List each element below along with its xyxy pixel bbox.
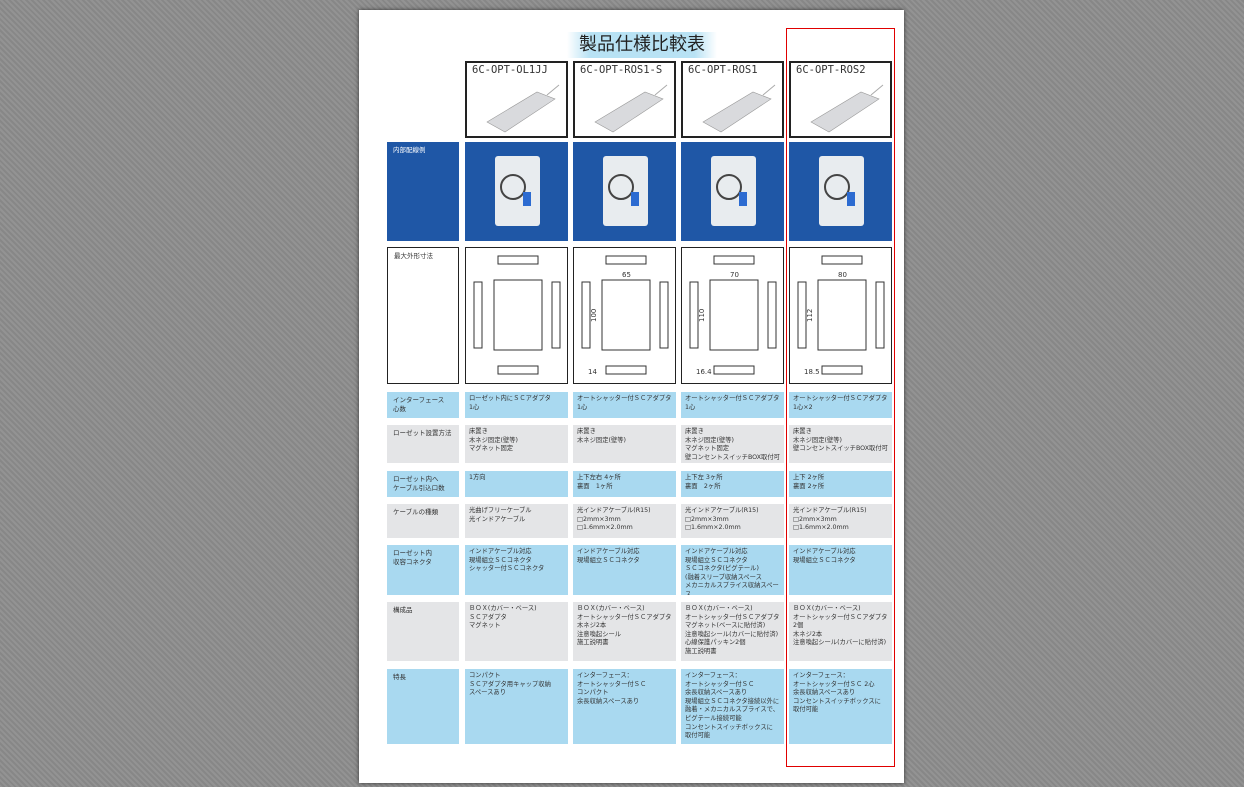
model-name: 6C-OPT-ROS1-S bbox=[580, 64, 663, 76]
spec-cell-cable-type: 光インドアケーブル(R15) □2mm×3mm □1.6mm×2.0mm bbox=[573, 504, 676, 538]
product-image bbox=[594, 84, 668, 133]
product-image bbox=[810, 84, 884, 133]
spec-cell-cable-type: 光曲げフリーケーブル 光インドアケーブル bbox=[465, 504, 568, 538]
row-label-cable-in: ローゼット内へ ケーブル引込口数 bbox=[387, 471, 459, 497]
spec-cell-interface: オートシャッター付ＳＣアダプタ 1心 bbox=[573, 392, 676, 418]
row-label-dimensions: 最大外形寸法 bbox=[387, 247, 459, 384]
spec-cell-cable-in: 上下左右 4ヶ所 裏面 1ヶ所 bbox=[573, 471, 676, 497]
document-page: 製品仕様比較表 6C-OPT-OL1JJ 6C-OPT-ROS1-S 6C-OPT-… bbox=[359, 10, 904, 783]
model-name: 6C-OPT-ROS1 bbox=[688, 64, 758, 76]
spec-cell-components: ＢＯＸ(カバー・ベース) ＳＣアダプタ マグネット bbox=[465, 602, 568, 661]
product-image bbox=[486, 84, 560, 133]
product-photo-box: 6C-OPT-ROS2 bbox=[789, 61, 892, 138]
spec-cell-install: 床置き 木ネジ固定(壁等) マグネット固定 bbox=[465, 425, 568, 463]
depth-label: 18.5 bbox=[804, 368, 820, 376]
dimension-drawing bbox=[465, 247, 568, 384]
row-label-interior: 内部配線例 bbox=[387, 142, 459, 241]
spec-cell-components: ＢＯＸ(カバー・ベース) オートシャッター付ＳＣアダプタ2個 木ネジ2本 注意喚… bbox=[789, 602, 892, 661]
spec-cell-components: ＢＯＸ(カバー・ベース) オートシャッター付ＳＣアダプタ マグネット(ベースに貼… bbox=[681, 602, 784, 661]
spec-cell-features: コンパクト ＳＣアダプタ用キャップ収納 スペースあり bbox=[465, 669, 568, 744]
dimension-drawing: 80 112 18.5 bbox=[789, 247, 892, 384]
height-label: 110 bbox=[698, 309, 706, 322]
spec-cell-interface: オートシャッター付ＳＣアダプタ 1心 bbox=[681, 392, 784, 418]
spec-cell-interface: ローゼット内にＳＣアダプタ 1心 bbox=[465, 392, 568, 418]
wiring-photo bbox=[711, 156, 756, 226]
height-label: 100 bbox=[590, 309, 598, 322]
spec-cell-connector: インドアケーブル対応 現場組立ＳＣコネクタ シャッター付ＳＣコネクタ bbox=[465, 545, 568, 595]
dimension-drawing-svg: 65 100 14 bbox=[581, 255, 669, 376]
row-label-components: 構成品 bbox=[387, 602, 459, 661]
interior-wiring-photo bbox=[789, 142, 892, 241]
wiring-photo bbox=[819, 156, 864, 226]
spec-cell-components: ＢＯＸ(カバー・ベース) オートシャッター付ＳＣアダプタ 木ネジ2本 注意喚起シ… bbox=[573, 602, 676, 661]
row-label-connector: ローゼット内 収容コネクタ bbox=[387, 545, 459, 595]
highlight-rectangle bbox=[786, 28, 895, 767]
spec-cell-install: 床置き 木ネジ固定(壁等) bbox=[573, 425, 676, 463]
dimension-drawing: 70 110 16.4 bbox=[681, 247, 784, 384]
product-image bbox=[702, 84, 776, 133]
row-label-install: ローゼット設置方法 bbox=[387, 425, 459, 463]
width-label: 70 bbox=[730, 271, 739, 279]
spec-cell-install: 床置き 木ネジ固定(壁等) 壁コンセントスイッチBOX取付可 bbox=[789, 425, 892, 463]
width-label: 65 bbox=[622, 271, 631, 279]
spec-cell-cable-in: 上下左 3ヶ所 裏面 2ヶ所 bbox=[681, 471, 784, 497]
interior-wiring-photo bbox=[681, 142, 784, 241]
spec-cell-cable-in: 1方向 bbox=[465, 471, 568, 497]
row-label-cable-type: ケーブルの種類 bbox=[387, 504, 459, 538]
height-label: 112 bbox=[806, 309, 814, 322]
width-label: 80 bbox=[838, 271, 847, 279]
depth-label: 14 bbox=[588, 368, 597, 376]
dimension-drawing-svg: 80 112 18.5 bbox=[797, 255, 885, 376]
product-photo-box: 6C-OPT-ROS1-S bbox=[573, 61, 676, 138]
spec-cell-features: インターフェース： オートシャッター付ＳＣ コンパクト 余長収納スペースあり bbox=[573, 669, 676, 744]
spec-cell-cable-type: 光インドアケーブル(R15) □2mm×3mm □1.6mm×2.0mm bbox=[789, 504, 892, 538]
dimension-drawing-svg: 70 110 16.4 bbox=[689, 255, 777, 376]
model-name: 6C-OPT-ROS2 bbox=[796, 64, 866, 76]
spec-cell-cable-type: 光インドアケーブル(R15) □2mm×3mm □1.6mm×2.0mm bbox=[681, 504, 784, 538]
spec-cell-connector: インドアケーブル対応 現場組立ＳＣコネクタ bbox=[789, 545, 892, 595]
spec-cell-cable-in: 上下 2ヶ所 裏面 2ヶ所 bbox=[789, 471, 892, 497]
spec-cell-interface: オートシャッター付ＳＣアダプタ 1心×2 bbox=[789, 392, 892, 418]
product-photo-box: 6C-OPT-ROS1 bbox=[681, 61, 784, 138]
dimension-drawing: 65 100 14 bbox=[573, 247, 676, 384]
spec-cell-install: 床置き 木ネジ固定(壁等) マグネット固定 壁コンセントスイッチBOX取付可 bbox=[681, 425, 784, 463]
depth-label: 16.4 bbox=[696, 368, 712, 376]
model-name: 6C-OPT-OL1JJ bbox=[472, 64, 548, 76]
row-label-features: 特長 bbox=[387, 669, 459, 744]
interior-wiring-photo bbox=[573, 142, 676, 241]
spec-cell-connector: インドアケーブル対応 現場組立ＳＣコネクタ ＳＣコネクタ(ピグテール) (融着ス… bbox=[681, 545, 784, 595]
page-title: 製品仕様比較表 bbox=[567, 32, 717, 58]
spec-cell-features: インターフェース： オートシャッター付ＳＣ 2心 余長収納スペースあり コンセン… bbox=[789, 669, 892, 744]
interior-wiring-photo bbox=[465, 142, 568, 241]
dimension-drawing-svg bbox=[473, 255, 561, 375]
row-label-interface: インターフェース 心数 bbox=[387, 392, 459, 418]
spec-cell-connector: インドアケーブル対応 現場組立ＳＣコネクタ bbox=[573, 545, 676, 595]
wiring-photo bbox=[603, 156, 648, 226]
spec-cell-features: インターフェース： オートシャッター付ＳＣ 余長収納スペースあり 現場組立ＳＣコ… bbox=[681, 669, 784, 744]
wiring-photo bbox=[495, 156, 540, 226]
product-photo-box: 6C-OPT-OL1JJ bbox=[465, 61, 568, 138]
